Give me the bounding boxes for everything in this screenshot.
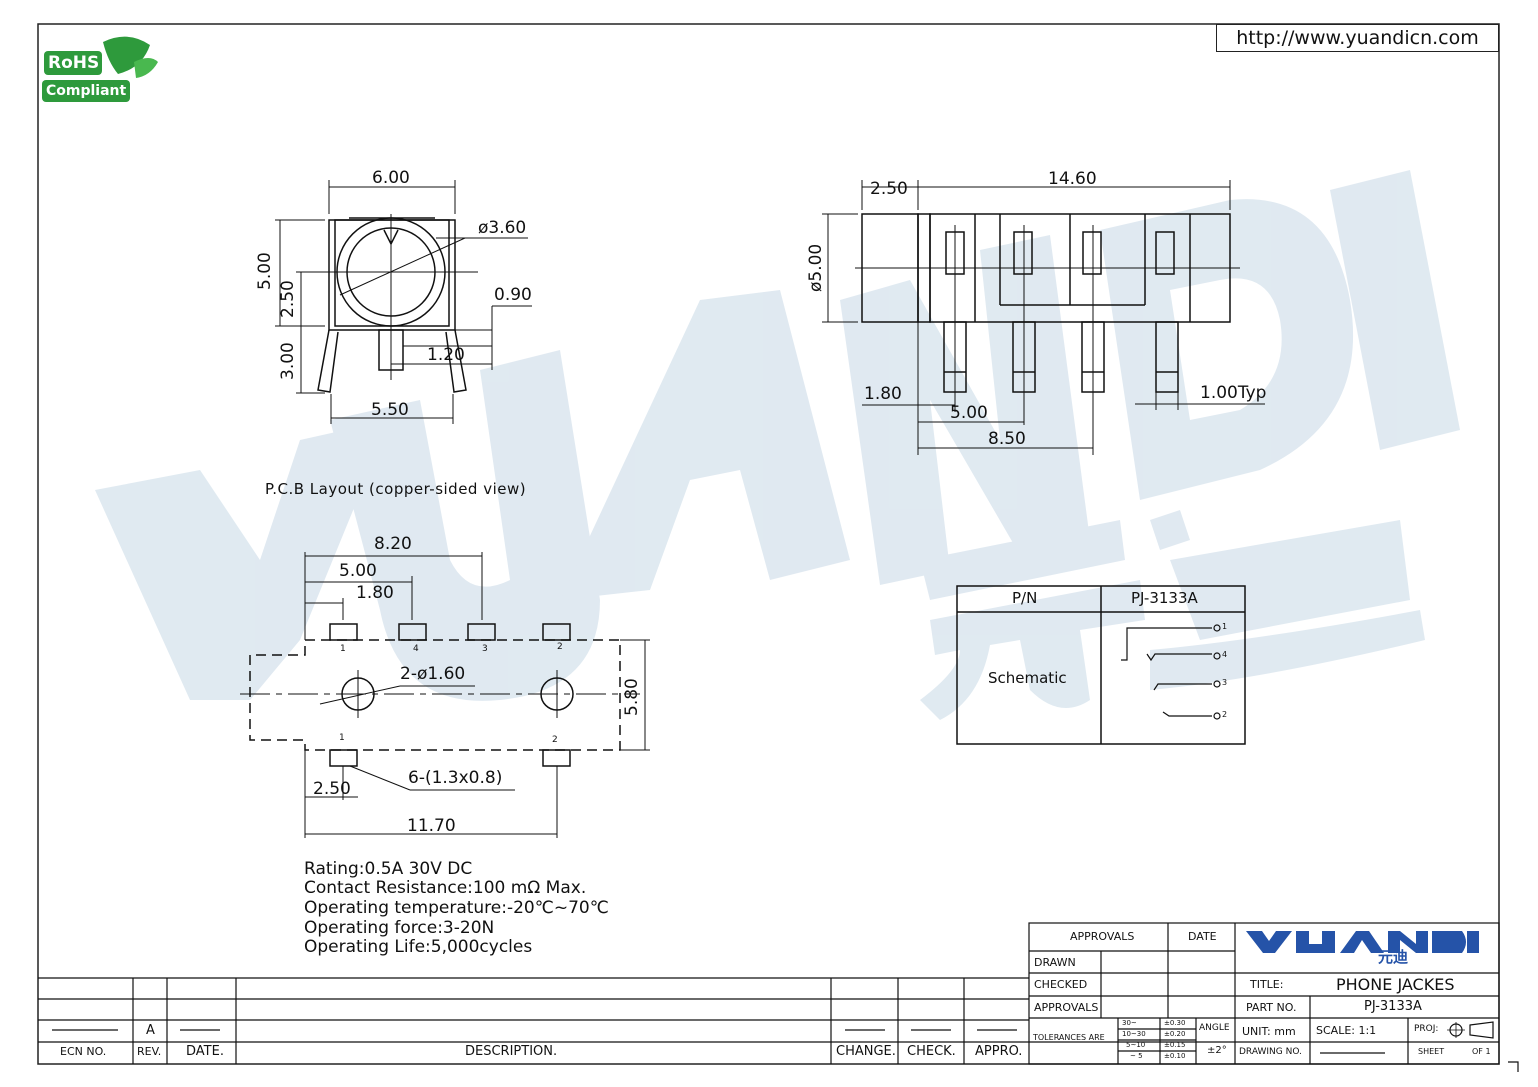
checked-label: CHECKED <box>1034 978 1088 991</box>
dim-nose: 2.50 <box>870 179 908 199</box>
pn-table <box>956 585 1246 745</box>
pcb-dim-height: 5.80 <box>622 678 642 716</box>
website-url[interactable]: http://www.yuandicn.com <box>1216 24 1499 52</box>
dim-first-pin: 1.80 <box>864 384 902 404</box>
terminal-label: 2 <box>1222 710 1228 719</box>
pn-value: PJ-3133A <box>1131 589 1198 607</box>
date-label: DATE. <box>186 1044 224 1059</box>
terminal-label: 3 <box>1222 678 1228 687</box>
spec-temperature: Operating temperature:-20℃~70℃ <box>304 898 609 918</box>
date-header: DATE <box>1188 930 1217 943</box>
dim-pin-span: 5.50 <box>371 400 409 420</box>
pcb-dim-mid: 5.00 <box>339 561 377 581</box>
terminal-label: 1 <box>1222 622 1228 631</box>
approvals-header: APPROVALS <box>1070 930 1135 943</box>
dim-span: 8.50 <box>988 429 1026 449</box>
front-view <box>275 180 532 424</box>
projection-label: PROJ: <box>1414 1024 1439 1034</box>
terminal-label: 4 <box>1222 650 1228 659</box>
spec-force: Operating force:3-20N <box>304 918 495 938</box>
rohs-label: RoHS <box>48 53 100 73</box>
pad-label: 2 <box>557 642 563 652</box>
spec-life: Operating Life:5,000cycles <box>304 937 533 957</box>
rohs-badge <box>42 36 158 102</box>
pcb-dim-pads: 6-(1.3x0.8) <box>408 768 503 788</box>
dim-pin-typ: 1.00Typ <box>1200 383 1267 403</box>
title-value: PHONE JACKES <box>1336 975 1455 994</box>
part-label: PART NO. <box>1246 1001 1297 1014</box>
tol-range: 30~ <box>1122 1019 1137 1027</box>
dim-bore: ø3.60 <box>478 218 527 238</box>
tol-range: 5~10 <box>1126 1041 1146 1049</box>
angle-value: ±2° <box>1207 1045 1227 1056</box>
description-label: DESCRIPTION. <box>465 1044 558 1059</box>
pcb-dim-holes: 2-ø1.60 <box>400 664 466 684</box>
rev-value: A <box>146 1023 155 1038</box>
spec-resistance: Contact Resistance:100 mΩ Max. <box>304 878 587 898</box>
pad-label: 4 <box>413 644 419 654</box>
dim-pin-width: 0.90 <box>494 285 532 305</box>
rohs-compliant-label: Compliant <box>46 83 127 99</box>
pcb-dim-edge: 2.50 <box>313 779 351 799</box>
dim-pin-length: 3.00 <box>278 342 298 380</box>
side-view <box>822 180 1265 455</box>
tol-value: ±0.20 <box>1164 1030 1186 1038</box>
change-label: CHANGE. <box>836 1044 896 1059</box>
pad-label: 3 <box>482 644 488 654</box>
tol-value: ±0.15 <box>1164 1041 1186 1049</box>
title-block <box>1028 922 1519 1072</box>
drawing-no-label: DRAWING NO. <box>1239 1047 1302 1057</box>
appro-label: APPRO. <box>975 1044 1023 1059</box>
pcb-caption: P.C.B Layout (copper-sided view) <box>265 480 527 498</box>
dim-width: 6.00 <box>372 168 410 188</box>
tol-value: ±0.10 <box>1164 1052 1186 1060</box>
title-block-logo <box>1246 931 1479 953</box>
check-label: CHECK. <box>907 1044 956 1059</box>
tolerances-label: TOLERANCES ARE <box>1033 1033 1105 1042</box>
pcb-dim-total: 8.20 <box>374 534 412 554</box>
rev-label: REV. <box>137 1045 162 1058</box>
angle-label: ANGLE <box>1199 1023 1230 1033</box>
spec-rating: Rating:0.5A 30V DC <box>304 859 473 879</box>
tol-range: ~ 5 <box>1130 1052 1143 1060</box>
scale-label: SCALE: 1:1 <box>1316 1024 1377 1037</box>
dim-height: 5.00 <box>255 252 275 290</box>
tol-value: ±0.30 <box>1164 1019 1186 1027</box>
sheet-label: SHEET <box>1418 1047 1445 1056</box>
pn-header: P/N <box>1012 589 1038 607</box>
brand-cn: 元迪 <box>1378 948 1409 966</box>
sheet-of-label: OF 1 <box>1472 1047 1491 1056</box>
schematic-label: Schematic <box>988 669 1067 687</box>
pad-label: 1 <box>339 733 345 743</box>
pad-label: 2 <box>552 735 558 745</box>
pad-label: 1 <box>340 644 346 654</box>
pcb-dim-length: 11.70 <box>407 816 456 836</box>
pcb-dim-first: 1.80 <box>356 583 394 603</box>
dim-length: 14.60 <box>1048 169 1097 189</box>
revision-block <box>38 977 1029 1064</box>
dim-center: 2.50 <box>278 280 298 318</box>
drawn-label: DRAWN <box>1034 956 1076 969</box>
approvals-label: APPROVALS <box>1034 1001 1099 1014</box>
dim-diameter: ø5.00 <box>806 243 826 292</box>
watermark-brand <box>95 170 1460 720</box>
dim-offset: 1.20 <box>427 345 465 365</box>
ecn-no-label: ECN NO. <box>60 1045 107 1058</box>
part-value: PJ-3133A <box>1364 999 1422 1014</box>
tol-range: 10~30 <box>1122 1030 1146 1038</box>
unit-label: UNIT: mm <box>1242 1025 1296 1038</box>
dim-pitch: 5.00 <box>950 403 988 423</box>
title-label: TITLE: <box>1250 978 1284 991</box>
pcb-layout <box>240 552 650 838</box>
